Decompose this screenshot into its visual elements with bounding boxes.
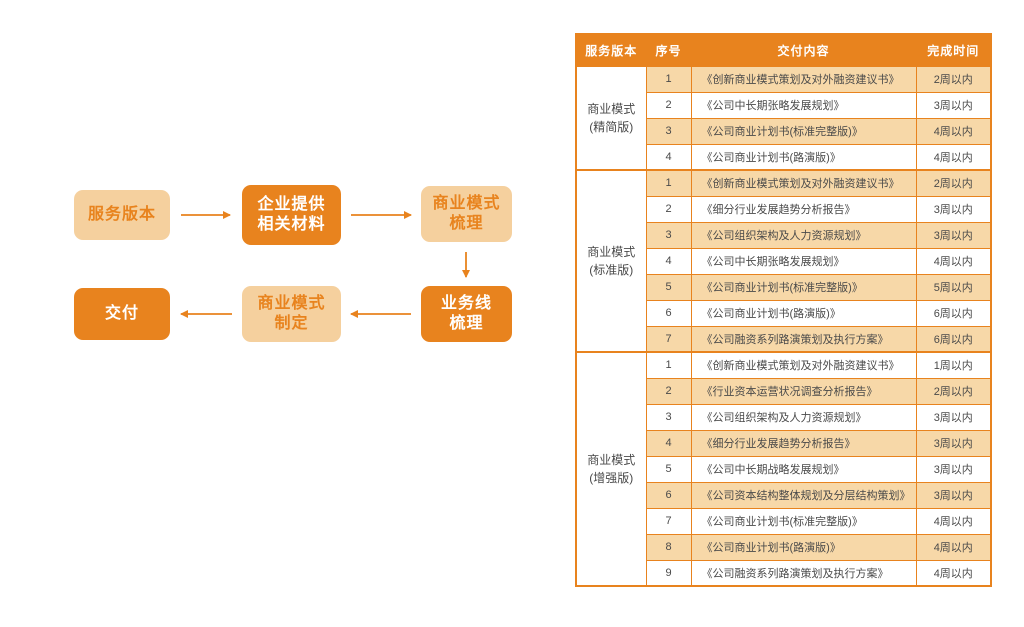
flow-node-company-provides-materials: 企业提供 相关材料 xyxy=(242,185,341,245)
table-row: 6《公司资本结构整体规划及分层结构策划》3周以内 xyxy=(576,481,992,509)
content-cell: 《公司中长期张略发展规划》 xyxy=(690,91,917,119)
flow-node-business-model-formulation: 商业模式 制定 xyxy=(242,286,341,342)
time-cell: 6周以内 xyxy=(915,325,992,353)
seq-cell: 2 xyxy=(645,91,692,119)
table-row: 6《公司商业计划书(路演版)》6周以内 xyxy=(576,299,992,327)
time-cell: 3周以内 xyxy=(915,403,992,431)
content-cell: 《公司融资系列路演策划及执行方案》 xyxy=(690,325,917,353)
seq-cell: 4 xyxy=(645,247,692,275)
seq-cell: 4 xyxy=(645,143,692,171)
flow-node-service-version: 服务版本 xyxy=(74,190,170,240)
table-row: 9《公司融资系列路演策划及执行方案》4周以内 xyxy=(576,559,992,587)
version-cell: 商业模式 (标准版) xyxy=(575,169,647,353)
content-cell: 《细分行业发展趋势分析报告》 xyxy=(690,429,917,457)
table-row: 商业模式 (增强版)1《创新商业模式策划及对外融资建议书》1周以内 xyxy=(575,351,992,587)
table-header-row: 服务版本 序号 交付内容 完成时间 xyxy=(575,33,992,67)
table-row: 7《公司融资系列路演策划及执行方案》6周以内 xyxy=(576,325,992,353)
seq-cell: 7 xyxy=(645,507,692,535)
table-row: 商业模式 (标准版)1《创新商业模式策划及对外融资建议书》2周以内 xyxy=(575,169,992,353)
content-cell: 《公司商业计划书(标准完整版)》 xyxy=(690,273,917,301)
time-cell: 2周以内 xyxy=(915,65,992,93)
time-cell: 4周以内 xyxy=(915,559,992,587)
table-row: 3《公司组织架构及人力资源规划》3周以内 xyxy=(576,221,992,249)
table-row: 5《公司中长期战略发展规划》3周以内 xyxy=(576,455,992,483)
time-cell: 4周以内 xyxy=(915,143,992,171)
time-cell: 6周以内 xyxy=(915,299,992,327)
seq-cell: 7 xyxy=(645,325,692,353)
content-cell: 《公司商业计划书(路演版)》 xyxy=(690,299,917,327)
seq-cell: 1 xyxy=(645,65,692,93)
time-cell: 3周以内 xyxy=(915,91,992,119)
time-cell: 1周以内 xyxy=(915,351,992,379)
seq-cell: 3 xyxy=(645,117,692,145)
table-row: 4《细分行业发展趋势分析报告》3周以内 xyxy=(576,429,992,457)
content-cell: 《公司商业计划书(路演版)》 xyxy=(690,143,917,171)
content-cell: 《创新商业模式策划及对外融资建议书》 xyxy=(690,65,917,93)
content-cell: 《公司商业计划书(标准完整版)》 xyxy=(690,117,917,145)
header-seq-no: 序号 xyxy=(645,33,692,67)
seq-cell: 5 xyxy=(645,273,692,301)
version-cell: 商业模式 (精简版) xyxy=(575,65,647,171)
time-cell: 2周以内 xyxy=(915,169,992,197)
seq-cell: 2 xyxy=(645,377,692,405)
content-cell: 《创新商业模式策划及对外融资建议书》 xyxy=(690,169,917,197)
content-cell: 《公司中长期张略发展规划》 xyxy=(690,247,917,275)
header-deliverable: 交付内容 xyxy=(690,33,917,67)
content-cell: 《公司商业计划书(标准完整版)》 xyxy=(690,507,917,535)
time-cell: 4周以内 xyxy=(915,533,992,561)
flow-node-business-line-combing: 业务线 梳理 xyxy=(421,286,512,342)
flow-node-business-model-combing: 商业模式 梳理 xyxy=(421,186,512,242)
time-cell: 2周以内 xyxy=(915,377,992,405)
time-cell: 5周以内 xyxy=(915,273,992,301)
seq-cell: 6 xyxy=(645,481,692,509)
flow-node-delivery: 交付 xyxy=(74,288,170,340)
content-cell: 《公司组织架构及人力资源规划》 xyxy=(690,221,917,249)
table-row: 8《公司商业计划书(路演版)》4周以内 xyxy=(576,533,992,561)
seq-cell: 4 xyxy=(645,429,692,457)
time-cell: 3周以内 xyxy=(915,195,992,223)
content-cell: 《公司组织架构及人力资源规划》 xyxy=(690,403,917,431)
seq-cell: 1 xyxy=(645,169,692,197)
content-cell: 《公司资本结构整体规划及分层结构策划》 xyxy=(690,481,917,509)
content-cell: 《行业资本运营状况调查分析报告》 xyxy=(690,377,917,405)
seq-cell: 2 xyxy=(645,195,692,223)
time-cell: 3周以内 xyxy=(915,481,992,509)
content-cell: 《公司中长期战略发展规划》 xyxy=(690,455,917,483)
time-cell: 3周以内 xyxy=(915,455,992,483)
content-cell: 《细分行业发展趋势分析报告》 xyxy=(690,195,917,223)
table-row: 4《公司中长期张略发展规划》4周以内 xyxy=(576,247,992,275)
time-cell: 3周以内 xyxy=(915,221,992,249)
time-cell: 3周以内 xyxy=(915,429,992,457)
content-cell: 《公司融资系列路演策划及执行方案》 xyxy=(690,559,917,587)
seq-cell: 3 xyxy=(645,403,692,431)
table-row: 2《细分行业发展趋势分析报告》3周以内 xyxy=(576,195,992,223)
seq-cell: 1 xyxy=(645,351,692,379)
seq-cell: 5 xyxy=(645,455,692,483)
header-completion-time: 完成时间 xyxy=(915,33,992,67)
time-cell: 4周以内 xyxy=(915,507,992,535)
deliverables-table: 服务版本 序号 交付内容 完成时间 商业模式 (精简版)1《创新商业模式策划及对… xyxy=(575,33,992,587)
header-service-version: 服务版本 xyxy=(575,33,647,67)
seq-cell: 9 xyxy=(645,559,692,587)
time-cell: 4周以内 xyxy=(915,247,992,275)
deliverables-table-wrap: 服务版本 序号 交付内容 完成时间 商业模式 (精简版)1《创新商业模式策划及对… xyxy=(575,33,992,587)
table-row: 3《公司组织架构及人力资源规划》3周以内 xyxy=(576,403,992,431)
table-row: 2《行业资本运营状况调查分析报告》2周以内 xyxy=(576,377,992,405)
time-cell: 4周以内 xyxy=(915,117,992,145)
seq-cell: 3 xyxy=(645,221,692,249)
seq-cell: 8 xyxy=(645,533,692,561)
seq-cell: 6 xyxy=(645,299,692,327)
table-row: 商业模式 (精简版)1《创新商业模式策划及对外融资建议书》2周以内 xyxy=(575,65,992,171)
content-cell: 《创新商业模式策划及对外融资建议书》 xyxy=(690,351,917,379)
content-cell: 《公司商业计划书(路演版)》 xyxy=(690,533,917,561)
version-cell: 商业模式 (增强版) xyxy=(575,351,647,587)
